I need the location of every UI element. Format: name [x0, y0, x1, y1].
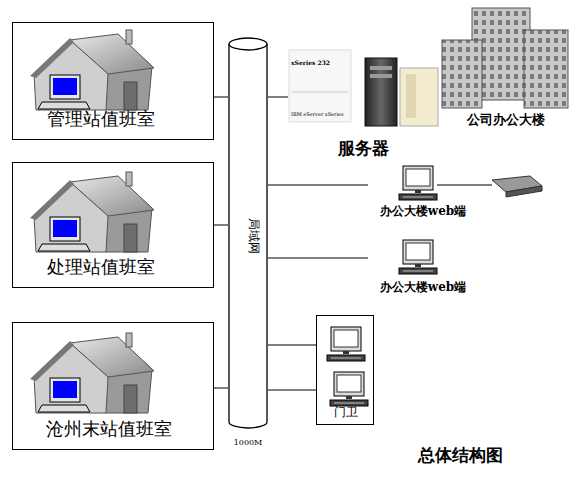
- device-wire: [437, 185, 492, 186]
- node-label: 办公大楼web端: [368, 281, 478, 295]
- network-line: [268, 390, 316, 391]
- panel-line: [292, 92, 348, 93]
- node-label: 门卫: [317, 406, 375, 420]
- building-block: [442, 40, 482, 108]
- network-line: [214, 225, 228, 226]
- server-front: [406, 74, 416, 118]
- computer-icon: [399, 166, 437, 200]
- network-line: [268, 345, 316, 346]
- server-box: [400, 68, 438, 126]
- network-line: [268, 97, 288, 98]
- computer-icon: [327, 327, 365, 361]
- web-terminal: 办公大楼web端: [368, 160, 478, 222]
- guard-box: 门卫: [316, 315, 374, 425]
- server-tower: [365, 58, 397, 126]
- node-label: 局域网: [236, 206, 260, 266]
- network-line: [214, 97, 228, 98]
- model-label: IBM eServer xSeries: [291, 112, 344, 118]
- node-label: 沧州末站值班室: [21, 419, 197, 440]
- building-block: [524, 30, 568, 108]
- room-box: 沧州末站值班室: [12, 322, 214, 450]
- device-icon: [506, 186, 542, 197]
- node-label: 办公大楼web端: [368, 205, 478, 219]
- house-icon: [30, 172, 154, 252]
- network-line: [268, 185, 368, 186]
- lan-cylinder: 局域网1000M: [228, 38, 268, 428]
- network-line: [214, 388, 228, 389]
- drive-bay: [370, 74, 392, 78]
- room-box: 管理站值班室: [12, 22, 214, 140]
- drive-bay: [370, 66, 392, 70]
- caption: 总体结构图: [395, 446, 525, 466]
- computer-icon: [330, 372, 368, 406]
- web-terminal: 办公大楼web端: [368, 234, 478, 298]
- node-label: 处理站值班室: [21, 257, 181, 278]
- house-icon: [30, 30, 154, 110]
- building-node: 公司办公大楼: [440, 5, 572, 130]
- computer-icon: [399, 240, 437, 274]
- room-box: 处理站值班室: [12, 162, 214, 288]
- node-label: 服务器: [318, 139, 408, 159]
- node-label: 公司办公大楼: [440, 113, 572, 128]
- server-panel: [289, 50, 351, 122]
- house-icon: [30, 333, 154, 413]
- node-label: 管理站值班室: [21, 109, 181, 130]
- network-line: [268, 258, 368, 259]
- node-sublabel: 1000M: [224, 438, 272, 447]
- model-label: xSeries 232: [291, 60, 330, 67]
